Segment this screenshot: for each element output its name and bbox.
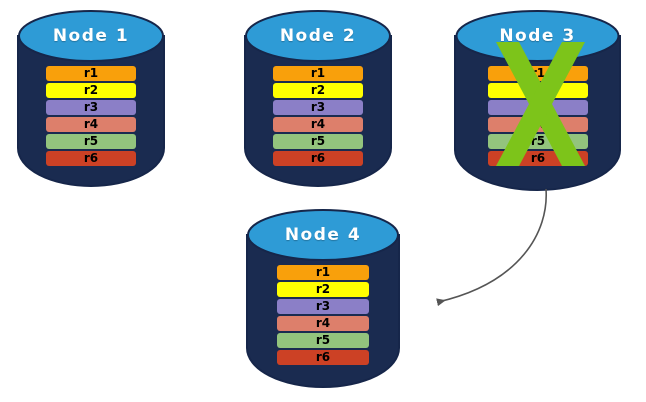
record-r2[interactable]: r2: [488, 83, 588, 98]
record-r1[interactable]: r1: [277, 265, 369, 280]
node-1-records: r1 r2 r3 r4 r5 r6: [46, 66, 136, 166]
record-r4[interactable]: r4: [488, 117, 588, 132]
record-r4[interactable]: r4: [46, 117, 136, 132]
record-r2[interactable]: r2: [273, 83, 363, 98]
record-r3[interactable]: r3: [488, 100, 588, 115]
node-3-records: r1 r2 r3 r4 r5 r6: [488, 66, 588, 166]
record-r6[interactable]: r6: [273, 151, 363, 166]
node-1[interactable]: Node 1 r1 r2 r3 r4 r5 r6: [17, 8, 165, 187]
record-r1[interactable]: r1: [488, 66, 588, 81]
record-r5[interactable]: r5: [277, 333, 369, 348]
record-r6[interactable]: r6: [488, 151, 588, 166]
record-r2[interactable]: r2: [277, 282, 369, 297]
record-r3[interactable]: r3: [277, 299, 369, 314]
record-r4[interactable]: r4: [277, 316, 369, 331]
record-r5[interactable]: r5: [488, 134, 588, 149]
node-4-records: r1 r2 r3 r4 r5 r6: [277, 265, 369, 365]
record-r3[interactable]: r3: [46, 100, 136, 115]
record-r5[interactable]: r5: [46, 134, 136, 149]
record-r1[interactable]: r1: [46, 66, 136, 81]
record-r3[interactable]: r3: [273, 100, 363, 115]
record-r5[interactable]: r5: [273, 134, 363, 149]
record-r4[interactable]: r4: [273, 117, 363, 132]
node-2[interactable]: Node 2 r1 r2 r3 r4 r5 r6: [244, 8, 392, 187]
record-r2[interactable]: r2: [46, 83, 136, 98]
node-2-records: r1 r2 r3 r4 r5 r6: [273, 66, 363, 166]
node-4[interactable]: Node 4 r1 r2 r3 r4 r5 r6: [246, 207, 400, 388]
record-r6[interactable]: r6: [277, 350, 369, 365]
node-3[interactable]: Node 3 r1 r2 r3 r4 r5 r6: [454, 8, 621, 191]
record-r6[interactable]: r6: [46, 151, 136, 166]
record-r1[interactable]: r1: [273, 66, 363, 81]
